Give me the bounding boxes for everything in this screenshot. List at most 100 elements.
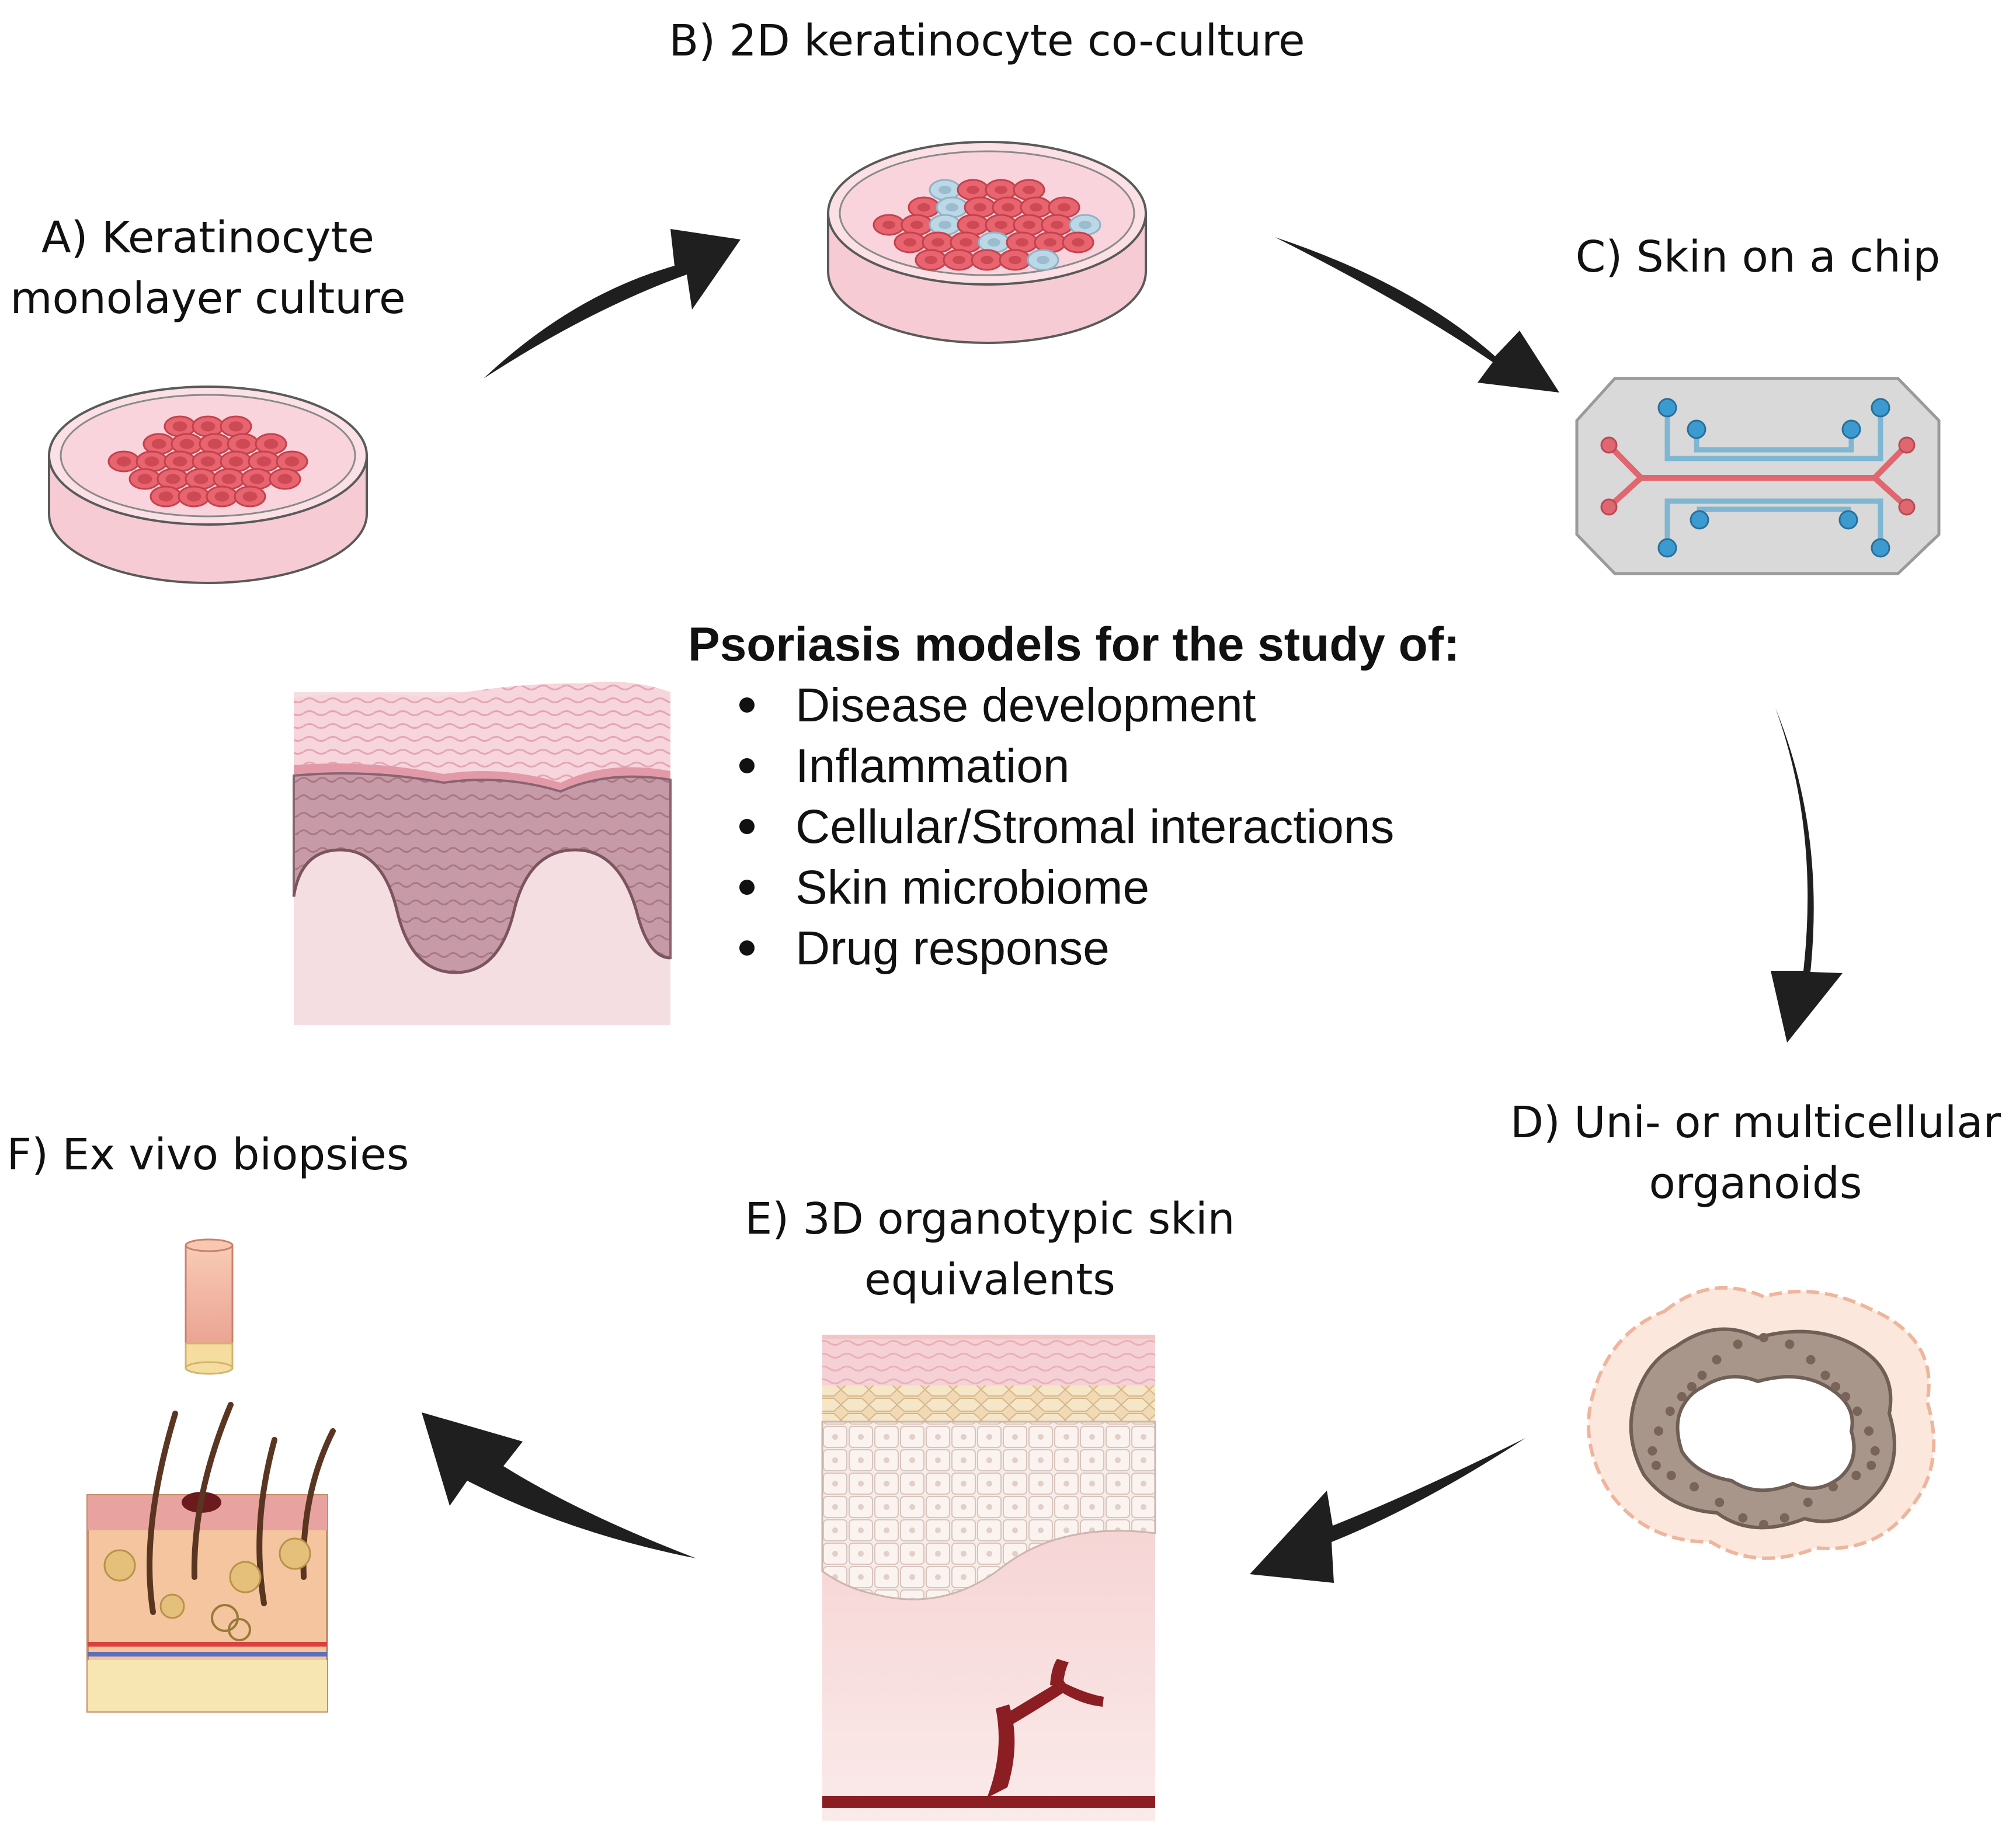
label-b-coculture: B) 2D keratinocyte co-culture	[642, 11, 1332, 71]
study-topics-list: Disease development Inflammation Cellula…	[688, 675, 1564, 979]
organoid-nucleus	[1665, 1407, 1675, 1416]
organoid-nucleus	[1866, 1460, 1876, 1470]
study-topic-text: Skin microbiome	[795, 861, 1150, 914]
cell-nucleus	[967, 220, 979, 230]
petri-dish-keratinocyte-icon	[48, 386, 368, 584]
organoid-icon	[1587, 1286, 1936, 1560]
cell-nucleus	[158, 491, 173, 502]
organoid-nucleus	[1785, 1339, 1795, 1349]
cell-nucleus	[882, 220, 895, 230]
microfluidic-chip-icon	[1575, 377, 1941, 575]
cell-nucleus	[924, 255, 937, 265]
label-e-line2: equivalents	[864, 1255, 1115, 1305]
cell-nucleus	[235, 439, 251, 449]
organoid-nucleus	[1806, 1355, 1816, 1364]
organoid-nucleus	[1687, 1381, 1697, 1391]
organoid-nucleus	[1852, 1407, 1862, 1416]
bullet-icon	[739, 880, 755, 895]
label-d-line2: organoids	[1649, 1158, 1862, 1209]
cell-nucleus	[151, 439, 166, 449]
cell-nucleus	[186, 491, 201, 502]
arrow-c-to-d	[1771, 708, 1843, 1043]
cell-nucleus	[193, 474, 208, 484]
center-title: Psoriasis models for the study of:	[688, 618, 1460, 671]
cell-nucleus	[172, 421, 187, 432]
organoid-nucleus	[1851, 1471, 1861, 1481]
cell-nucleus	[903, 238, 916, 247]
label-c-line1: C) Skin on a chip	[1575, 232, 1941, 282]
organoid-nucleus	[1803, 1498, 1813, 1508]
cell-nucleus	[1058, 203, 1070, 212]
organoid-nucleus	[1820, 1370, 1830, 1380]
organoid-nucleus	[1828, 1482, 1838, 1492]
arrow-d-to-e	[1250, 1438, 1525, 1583]
study-topic-text: Disease development	[795, 679, 1256, 732]
bullet-icon	[739, 940, 755, 956]
cell-nucleus	[1037, 255, 1049, 265]
cell-nucleus	[200, 456, 215, 467]
organoid-nucleus	[1864, 1426, 1874, 1436]
skin-biopsy-icon	[86, 1238, 336, 1713]
organoid-nucleus	[1733, 1339, 1743, 1349]
label-d-line1: D) Uni- or multicellular	[1510, 1098, 2001, 1148]
label-f-line1: F) Ex vivo biopsies	[6, 1130, 409, 1180]
cell-nucleus	[284, 456, 300, 467]
study-topic-text: Inflammation	[795, 739, 1070, 793]
cell-nucleus	[179, 439, 194, 449]
organoid-nucleus	[1759, 1333, 1768, 1342]
cell-nucleus	[917, 203, 930, 212]
label-c-skin-chip: C) Skin on a chip	[1542, 227, 1974, 287]
label-e-line1: E) 3D organotypic skin	[745, 1194, 1235, 1244]
cell-nucleus	[1009, 255, 1021, 265]
organoid-nucleus	[1841, 1392, 1851, 1402]
label-a-monolayer: A) Keratinocyte monolayer culture	[0, 207, 416, 329]
cell-nucleus	[946, 203, 958, 212]
bullet-icon	[739, 758, 755, 773]
arrow-e-to-f	[422, 1412, 696, 1558]
cell-nucleus	[939, 185, 951, 195]
cell-nucleus	[974, 203, 986, 212]
organoid-nucleus	[1690, 1482, 1699, 1492]
cell-nucleus	[1016, 238, 1028, 247]
cell-nucleus	[221, 474, 237, 484]
cell-nucleus	[137, 474, 152, 484]
cell-nucleus	[939, 220, 951, 230]
skin-block	[86, 1402, 336, 1713]
organoid-nucleus	[1651, 1460, 1661, 1470]
cell-nucleus	[967, 185, 979, 195]
organoid-nucleus	[1870, 1446, 1880, 1456]
cell-nucleus	[228, 456, 244, 467]
arrow-a-to-b	[484, 229, 741, 378]
cell-nucleus	[931, 238, 944, 247]
organoid-nucleus	[1697, 1370, 1707, 1380]
cell-nucleus	[1030, 203, 1042, 212]
cell-nucleus	[1079, 220, 1092, 230]
cell-nucleus	[277, 474, 293, 484]
cell-nucleus	[165, 474, 180, 484]
bullet-icon	[739, 697, 755, 713]
organoid-nucleus	[1647, 1446, 1657, 1456]
organoid-nucleus	[1666, 1471, 1676, 1481]
cell-nucleus	[1051, 220, 1063, 230]
arrow-b-to-c	[1275, 237, 1559, 393]
skin-equivalent-icon	[821, 1335, 1156, 1821]
label-a-line1: A) Keratinocyte	[41, 213, 374, 263]
cell-nucleus	[200, 421, 215, 432]
study-topics-block: Psoriasis models for the study of: Disea…	[688, 614, 1564, 979]
organoid-nucleus	[1715, 1498, 1725, 1508]
cell-nucleus	[214, 491, 230, 502]
label-a-line2: monolayer culture	[10, 273, 406, 324]
cell-nucleus	[988, 238, 1000, 247]
label-d-organoids: D) Uni- or multicellular organoids	[1495, 1092, 2016, 1214]
organoid-nucleus	[1779, 1513, 1789, 1523]
psoriatic-skin-section-icon	[292, 682, 672, 1025]
cell-nucleus	[242, 491, 258, 502]
cell-nucleus	[263, 439, 279, 449]
study-topic-item: Cellular/Stromal interactions	[688, 797, 1564, 857]
label-f-biopsies: F) Ex vivo biopsies	[0, 1124, 416, 1185]
cell-nucleus	[1044, 238, 1056, 247]
cell-nucleus	[207, 439, 223, 449]
cell-nucleus	[910, 220, 923, 230]
cell-nucleus	[1023, 185, 1035, 195]
cell-nucleus	[953, 255, 965, 265]
